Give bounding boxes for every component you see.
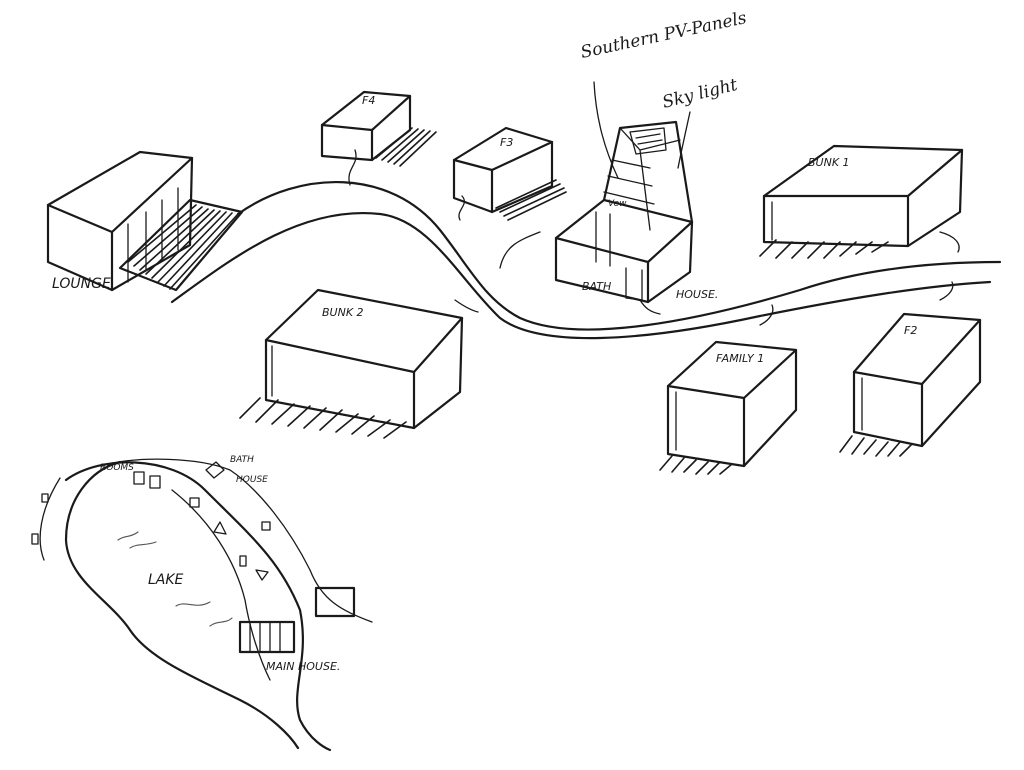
annotations: Southern PV-Panels Sky light: [579, 8, 749, 179]
site-plan-map: LAKE ROOMS BATH HOUSE MAIN HOUSE.: [31, 455, 373, 752]
rooms-label: ROOMS: [100, 463, 134, 473]
bunk2-label: BUNK 2: [322, 306, 364, 319]
f2-label: F2: [904, 324, 917, 337]
lake-label: LAKE: [148, 572, 184, 588]
main-house-label: MAIN HOUSE.: [266, 660, 340, 673]
path-network: [170, 149, 1002, 340]
f3-building: F3: [452, 126, 567, 221]
skylight-note: Sky light: [660, 75, 739, 113]
bunk1-building: BUNK 1: [759, 144, 964, 259]
cabin-marker: [213, 521, 227, 535]
cabin-marker: [261, 521, 271, 531]
bath-house-map-label: BATH: [230, 455, 254, 465]
bunk1-deck-hatch: [759, 239, 889, 259]
f2-building: F2: [839, 312, 982, 457]
bunk2-building: BUNK 2: [239, 288, 464, 439]
f4-building: F4: [320, 90, 437, 167]
cabin-marker: [189, 497, 200, 508]
family1-building: FAMILY 1: [659, 340, 798, 475]
lounge-building: LOUNGE: [46, 150, 244, 292]
house-label: HOUSE.: [676, 288, 718, 301]
bunk1-label: BUNK 1: [808, 156, 850, 169]
lounge-deck-hatch: [127, 204, 239, 290]
f2-deck-hatch: [839, 435, 913, 457]
f4-deck-hatch: [375, 127, 437, 167]
room-marker: [133, 471, 145, 485]
f3-label: F3: [500, 136, 513, 149]
cabin-marker: [255, 569, 269, 581]
family1-deck-hatch: [659, 455, 733, 475]
bath-label: BATH: [582, 280, 611, 293]
cabin-marker: [31, 533, 39, 545]
bath-house-marker: [205, 461, 225, 479]
lounge-label: LOUNGE: [52, 276, 111, 292]
annex-marker: [314, 586, 356, 618]
f4-label: F4: [362, 94, 375, 107]
bath-house-map-label-2: HOUSE: [236, 475, 268, 485]
cabin-marker: [41, 493, 49, 503]
main-house-marker: [238, 620, 296, 654]
cabin-marker: [239, 555, 247, 567]
bath-house-note: Vew: [608, 199, 627, 209]
room-marker: [149, 475, 161, 489]
f3-deck-hatch: [495, 179, 567, 221]
bath-house-building: Vew BATH HOUSE.: [554, 120, 718, 315]
solar-panels-note: Southern PV-Panels: [579, 8, 749, 63]
bunk2-deck-hatch: [239, 397, 407, 439]
family1-label: FAMILY 1: [716, 352, 764, 365]
